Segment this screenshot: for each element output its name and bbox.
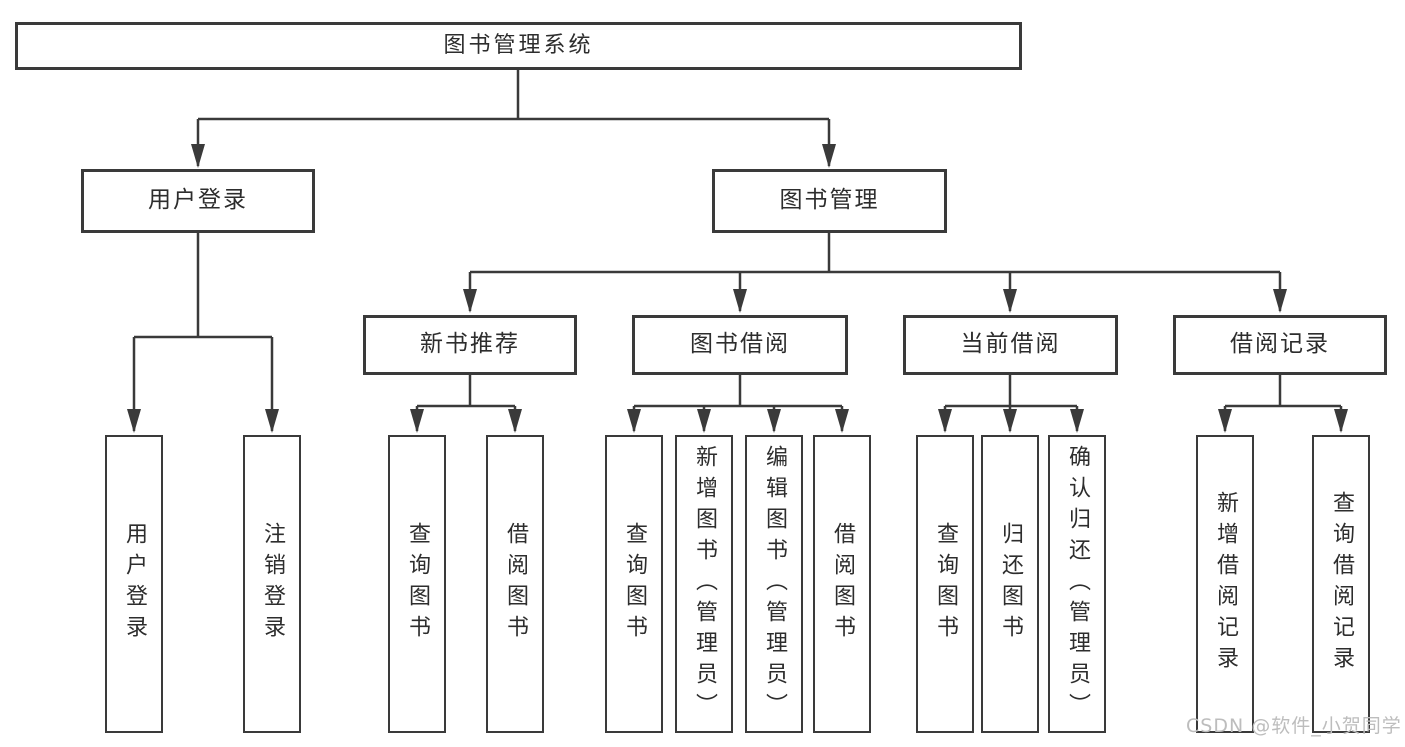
node-new-book-recommend: 新书推荐 [363,315,577,375]
leaf-query-borrow-record: 查询借阅记录 [1312,435,1370,733]
leaf-user-login-label: 用户登录 [122,522,147,646]
leaf-return-book: 归还图书 [981,435,1039,733]
watermark: CSDN @软件_小贺同学 [1186,715,1402,737]
leaf-logout: 注销登录 [243,435,301,733]
leaf-confirm-return-admin: 确认归还（管理员） [1048,435,1106,733]
rail-book-mgmt [470,233,1280,274]
leaf-borrow-books-label: 借阅图书 [830,522,855,646]
leaf-edit-book-admin: 编辑图书（管理员） [745,435,803,733]
rail-new-book [417,375,515,408]
node-book-mgmt-label: 图书管理 [779,187,880,214]
leaf-add-borrow-record: 新增借阅记录 [1196,435,1254,733]
leaf-add-book-admin-label: 新增图书（管理员） [692,444,717,724]
node-book-borrow: 图书借阅 [632,315,848,375]
leaf-query-books-current-label: 查询图书 [933,522,958,646]
node-book-borrow-label: 图书借阅 [690,331,790,358]
rail-root [198,70,829,121]
rail-book-borrow [634,375,842,408]
leaf-add-borrow-record-label: 新增借阅记录 [1213,491,1238,677]
node-user-login-group: 用户登录 [81,169,315,233]
node-borrow-records-label: 借阅记录 [1230,331,1330,358]
rail-current-borrow [945,375,1077,408]
leaf-query-books-recommend: 查询图书 [388,435,446,733]
node-library-system-label: 图书管理系统 [443,32,594,58]
leaf-user-login: 用户登录 [105,435,163,733]
node-current-borrow: 当前借阅 [903,315,1118,375]
leaf-logout-label: 注销登录 [260,522,285,646]
leaf-return-book-label: 归还图书 [998,522,1023,646]
leaf-add-book-admin: 新增图书（管理员） [675,435,733,733]
leaf-borrow-books-recommend-label: 借阅图书 [503,522,528,646]
node-library-system: 图书管理系统 [15,22,1022,70]
node-new-book-recommend-label: 新书推荐 [420,331,520,358]
leaf-borrow-books-recommend: 借阅图书 [486,435,544,733]
leaf-edit-book-admin-label: 编辑图书（管理员） [762,444,787,724]
leaf-confirm-return-admin-label: 确认归还（管理员） [1065,444,1090,724]
leaf-query-books-borrow-label: 查询图书 [622,522,647,646]
node-current-borrow-label: 当前借阅 [960,331,1061,358]
rail-user-login [134,233,272,339]
leaf-query-books-borrow: 查询图书 [605,435,663,733]
node-book-mgmt: 图书管理 [712,169,947,233]
leaf-query-books-current: 查询图书 [916,435,974,733]
leaf-borrow-books: 借阅图书 [813,435,871,733]
leaf-query-borrow-record-label: 查询借阅记录 [1329,491,1354,677]
rail-borrow-records [1225,375,1341,408]
leaf-query-books-recommend-label: 查询图书 [405,522,430,646]
node-borrow-records: 借阅记录 [1173,315,1387,375]
node-user-login-group-label: 用户登录 [148,187,248,214]
